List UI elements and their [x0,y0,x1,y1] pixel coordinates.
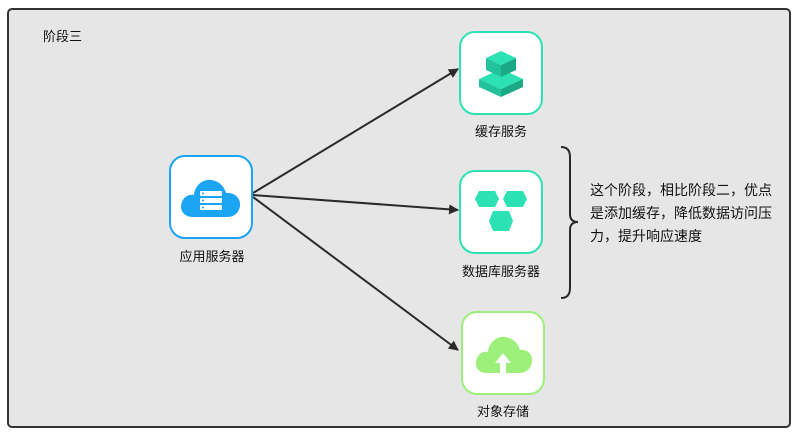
cache-label: 缓存服务 [474,125,527,140]
stage-panel [7,8,791,428]
stage-title: 阶段三 [43,30,83,45]
database-node[interactable] [459,170,543,254]
note-brace [560,146,579,299]
app-server-label: 应用服务器 [179,250,245,265]
stage-note: 这个阶段，相比阶段二，优点是添加缓存，降低数据访问压力，提升响应速度 [590,183,772,245]
arrow-app-to-object-storage [252,196,459,351]
object-storage-label: 对象存储 [476,405,529,420]
cloud-server-icon [179,171,243,223]
database-label: 数据库服务器 [461,265,540,280]
arrow-app-to-cache [252,68,459,194]
cloud-upload-icon [473,327,533,379]
hexagon-cluster-icon [471,185,531,239]
arrow-app-to-database [252,194,459,215]
app-server-node[interactable] [169,155,253,239]
cache-node[interactable] [459,31,543,115]
layered-cube-icon [471,47,531,99]
object-storage-node[interactable] [461,311,545,395]
